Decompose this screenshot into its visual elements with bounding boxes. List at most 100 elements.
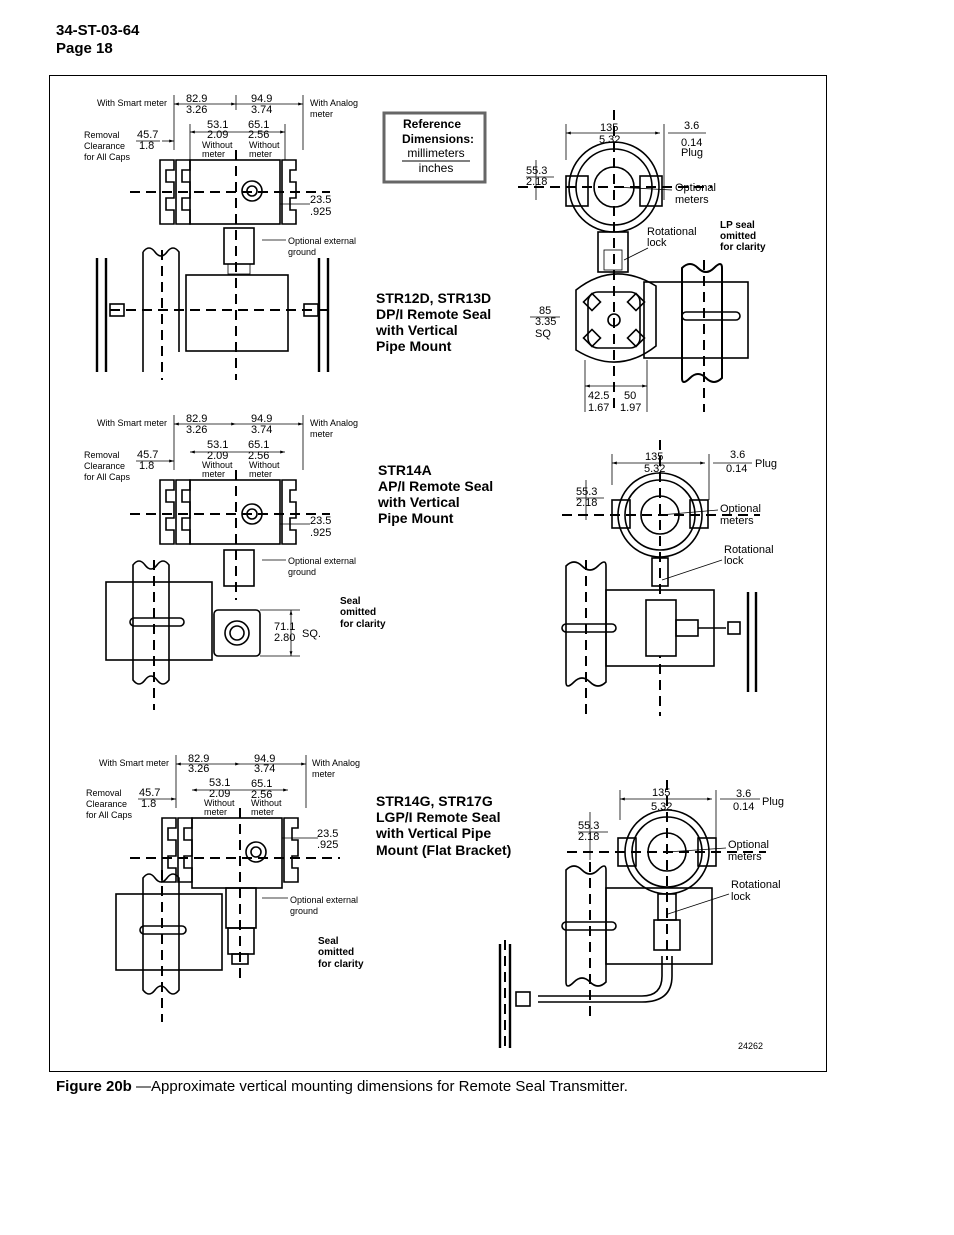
svg-text:3.74: 3.74 (251, 424, 272, 436)
figure-caption-text: —Approximate vertical mounting dimension… (131, 1078, 628, 1095)
svg-text:Optional external: Optional external (288, 556, 356, 566)
svg-text:ground: ground (288, 567, 316, 577)
svg-text:1.67: 1.67 (588, 402, 609, 414)
svg-text:STR14G, STR17G: STR14G, STR17G (376, 793, 493, 809)
svg-text:135: 135 (600, 122, 618, 134)
svg-text:meter: meter (251, 807, 274, 817)
svg-text:meter: meter (310, 109, 333, 119)
svg-text:3.26: 3.26 (186, 424, 207, 436)
svg-text:With Smart meter: With Smart meter (97, 418, 167, 428)
section3-side-view: With Smart meter 82.9 3.26 94.9 3.74 Wit… (86, 753, 364, 1022)
svg-text:With Analog: With Analog (310, 98, 358, 108)
svg-text:LGP/I Remote Seal: LGP/I Remote Seal (376, 809, 500, 825)
svg-text:82.9: 82.9 (188, 753, 209, 765)
svg-text:omitted: omitted (720, 231, 756, 242)
figure-label: Figure 20b (56, 1078, 132, 1095)
svg-text:ground: ground (288, 247, 316, 257)
svg-text:omitted: omitted (340, 607, 376, 618)
svg-text:Without: Without (204, 798, 235, 808)
svg-text:Optional external: Optional external (288, 236, 356, 246)
svg-text:85: 85 (539, 305, 551, 317)
svg-text:0.14: 0.14 (726, 463, 747, 475)
svg-text:meters: meters (675, 194, 709, 206)
svg-text:2.80: 2.80 (274, 632, 295, 644)
svg-text:for clarity: for clarity (318, 959, 364, 970)
svg-text:With Analog: With Analog (312, 758, 360, 768)
svg-text:45.7: 45.7 (139, 787, 160, 799)
svg-text:inches: inches (419, 161, 454, 175)
svg-text:for clarity: for clarity (340, 619, 386, 630)
document-number: 34-ST-03-64 (56, 22, 140, 39)
svg-text:45.7: 45.7 (137, 129, 158, 141)
svg-text:With Smart meter: With Smart meter (99, 758, 169, 768)
svg-text:3.74: 3.74 (251, 104, 272, 116)
svg-text:Clearance: Clearance (84, 141, 125, 151)
svg-text:3.6: 3.6 (684, 120, 699, 132)
svg-text:with Vertical Pipe: with Vertical Pipe (375, 825, 491, 841)
svg-text:Pipe Mount: Pipe Mount (376, 338, 452, 354)
svg-text:with Vertical: with Vertical (377, 494, 460, 510)
section3-title: STR14G, STR17G LGP/I Remote Seal with Ve… (375, 793, 511, 858)
svg-text:3.74: 3.74 (254, 763, 275, 775)
svg-text:Optional: Optional (728, 839, 769, 851)
svg-text:Clearance: Clearance (86, 799, 127, 809)
svg-text:2.56: 2.56 (251, 789, 272, 801)
svg-text:1.8: 1.8 (139, 460, 154, 472)
drawing-number: 24262 (738, 1041, 763, 1051)
svg-text:94.9: 94.9 (251, 93, 272, 105)
svg-text:Seal: Seal (318, 936, 339, 947)
svg-text:53.1: 53.1 (207, 119, 228, 131)
svg-text:.925: .925 (310, 527, 331, 539)
svg-text:Removal: Removal (84, 130, 120, 140)
svg-text:Without: Without (202, 140, 233, 150)
svg-text:Rotational: Rotational (724, 544, 774, 556)
svg-text:meters: meters (720, 515, 754, 527)
svg-text:55.3: 55.3 (576, 486, 597, 498)
svg-text:for All Caps: for All Caps (84, 152, 131, 162)
svg-text:82.9: 82.9 (186, 413, 207, 425)
svg-text:meter: meter (204, 807, 227, 817)
figure-frame (49, 75, 827, 1072)
svg-text:71.1: 71.1 (274, 621, 295, 633)
svg-text:meter: meter (202, 469, 225, 479)
svg-text:Plug: Plug (762, 796, 784, 808)
svg-text:94.9: 94.9 (254, 753, 275, 765)
svg-text:Without: Without (251, 798, 282, 808)
svg-text:3.26: 3.26 (188, 763, 209, 775)
svg-text:for All Caps: for All Caps (84, 472, 131, 482)
svg-text:DP/I Remote Seal: DP/I Remote Seal (376, 306, 491, 322)
svg-text:55.3: 55.3 (526, 165, 547, 177)
svg-text:Pipe Mount: Pipe Mount (378, 510, 454, 526)
svg-text:Removal: Removal (86, 788, 122, 798)
svg-text:.925: .925 (310, 206, 331, 218)
svg-text:with Vertical: with Vertical (375, 322, 458, 338)
svg-text:65.1: 65.1 (248, 439, 269, 451)
svg-text:for All Caps: for All Caps (86, 810, 133, 820)
svg-text:Plug: Plug (681, 147, 703, 159)
svg-text:SQ.: SQ. (302, 628, 321, 640)
svg-text:millimeters: millimeters (407, 146, 464, 160)
svg-text:1.97: 1.97 (620, 402, 641, 414)
section2-title: STR14A AP/I Remote Seal with Vertical Pi… (377, 462, 493, 526)
svg-text:0.14: 0.14 (681, 137, 702, 149)
svg-text:meter: meter (310, 429, 333, 439)
svg-text:meter: meter (249, 469, 272, 479)
svg-text:2.18: 2.18 (578, 831, 599, 843)
svg-text:Reference: Reference (403, 117, 461, 131)
svg-text:3.6: 3.6 (730, 449, 745, 461)
svg-text:Rotational: Rotational (731, 879, 781, 891)
svg-text:meters: meters (728, 851, 762, 863)
svg-text:135: 135 (645, 451, 663, 463)
svg-text:Rotational: Rotational (647, 226, 697, 238)
svg-text:65.1: 65.1 (251, 778, 272, 790)
page-number: Page 18 (56, 40, 113, 57)
svg-text:Without: Without (202, 460, 233, 470)
svg-text:3.35: 3.35 (535, 316, 556, 328)
svg-text:LP seal: LP seal (720, 220, 755, 231)
svg-text:50: 50 (624, 390, 636, 402)
svg-text:23.5: 23.5 (310, 194, 331, 206)
svg-text:82.9: 82.9 (186, 93, 207, 105)
svg-text:SQ: SQ (535, 328, 551, 340)
svg-text:With Smart meter: With Smart meter (97, 98, 167, 108)
